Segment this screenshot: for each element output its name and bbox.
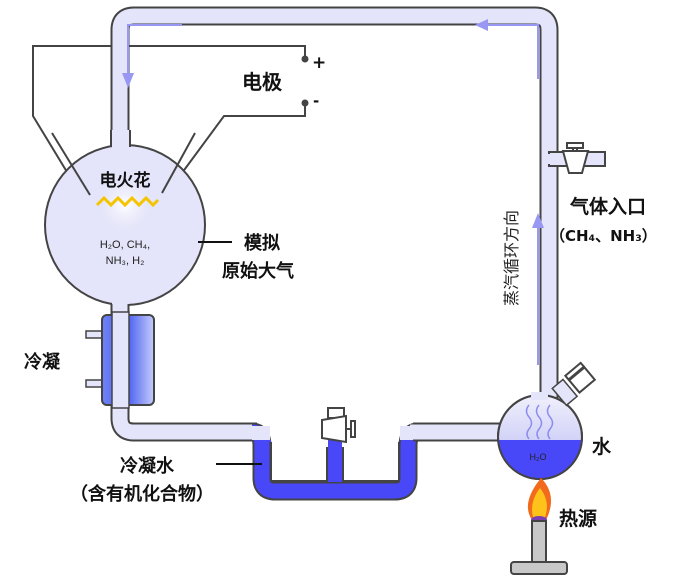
arrow-left-icon	[475, 19, 488, 31]
flask-valve-icon	[563, 361, 597, 394]
electrode-label: 电极	[242, 70, 283, 94]
electrode-plus-label: +	[312, 53, 326, 73]
electrode-wire-plus	[32, 45, 306, 201]
water-label: 水	[592, 436, 612, 458]
gas-mix-line1: H₂O, CH₄,	[100, 239, 150, 251]
atmosphere-label-line2: 原始大气	[222, 260, 294, 282]
steam-direction-label: 蒸汽循环方向	[502, 210, 521, 306]
bunsen-burner-icon	[510, 516, 568, 575]
boiling-flask: H₂O	[497, 361, 597, 480]
gas-inlet-valve-icon	[561, 142, 590, 174]
condensed-water	[264, 440, 271, 442]
electrode-terminal-plus	[301, 55, 309, 63]
steam-waves-icon	[525, 404, 554, 440]
condenser-label: 冷凝	[24, 351, 61, 373]
condenser	[85, 311, 155, 409]
gas-inlet-formula: （CH₄、NH₃）	[550, 227, 657, 245]
flask-formula: H₂O	[530, 452, 547, 462]
condensed-water-label-line2: （含有机化合物）	[70, 483, 214, 505]
electrode-wires	[32, 45, 306, 201]
flow-arrowheads	[122, 19, 544, 228]
spark-label: 电火花	[100, 170, 151, 191]
flow-arrows	[127, 24, 539, 365]
electrode-terminal-minus	[301, 99, 309, 107]
drain-valve-icon	[321, 407, 356, 444]
u-trap	[251, 422, 419, 501]
gas-mix-line2: NH₃, H₂	[106, 255, 145, 267]
gas-inlet-label: 气体入口	[569, 195, 646, 218]
electrode-wire-minus	[164, 103, 306, 197]
arrow-down-icon	[122, 73, 134, 88]
heat-source-label: 热源	[559, 507, 597, 530]
spark-icon	[95, 195, 160, 208]
electrode-minus-label: -	[313, 92, 319, 110]
condensed-water-label-line1: 冷凝水	[120, 455, 175, 477]
arrow-up-icon	[532, 213, 544, 228]
atmosphere-label-line1: 模拟	[244, 232, 280, 254]
burner-flame-icon	[527, 478, 552, 520]
